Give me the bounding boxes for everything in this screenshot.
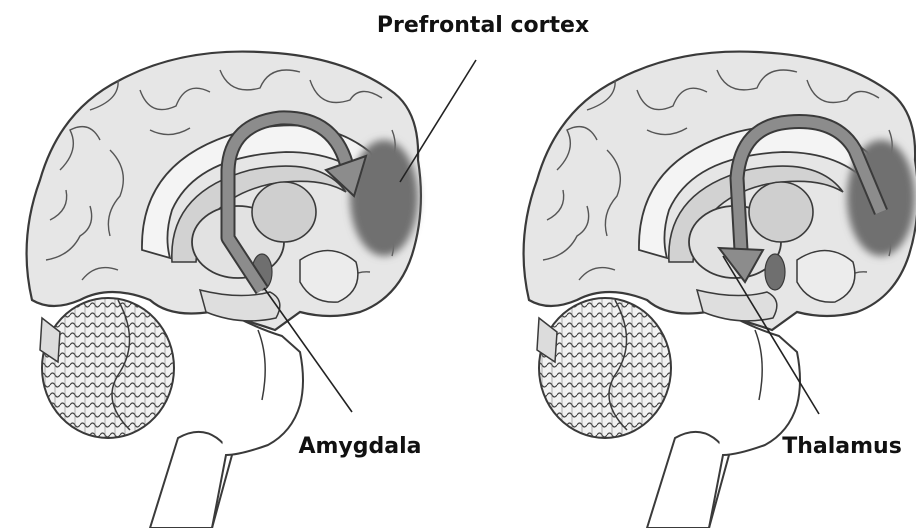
left-brainstem [212, 318, 303, 528]
right-brainstem [709, 318, 800, 528]
label-thalamus: Thalamus [782, 434, 902, 459]
right-cerebellum [539, 298, 671, 438]
label-prefrontal-cortex: Prefrontal cortex [377, 13, 589, 38]
left-cerebellum [42, 298, 174, 438]
right-amygdala [765, 254, 785, 290]
label-amygdala: Amygdala [298, 434, 421, 459]
